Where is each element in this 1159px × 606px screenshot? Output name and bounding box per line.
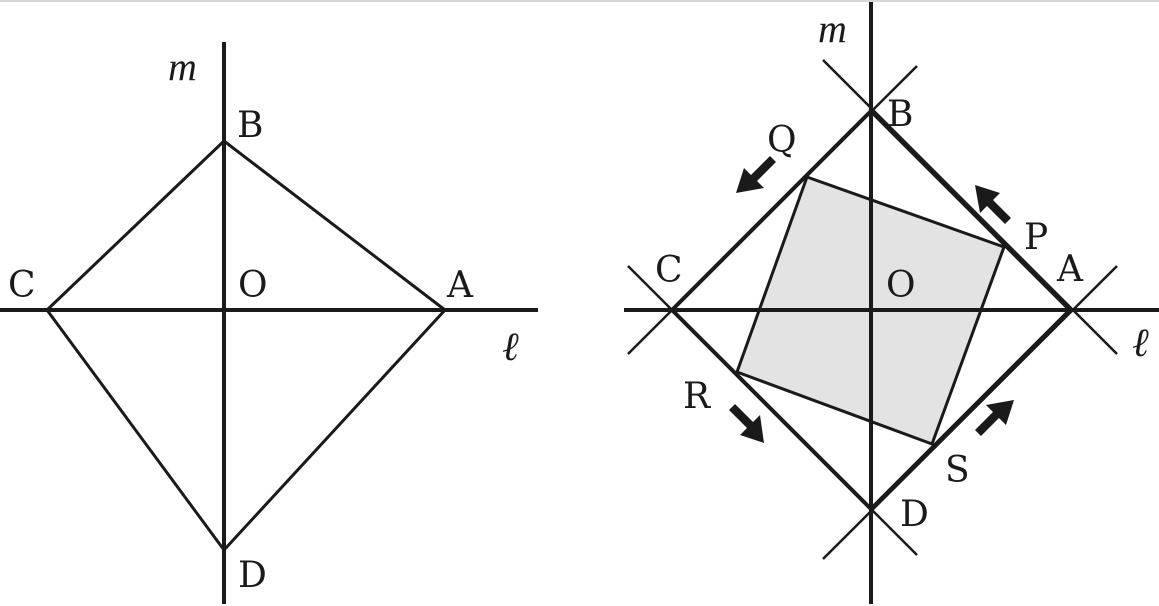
left-point-d-label: D <box>238 555 267 596</box>
left-point-c-label: C <box>8 265 36 306</box>
right-point-s-label: S <box>945 450 970 491</box>
left-edge-da <box>222 308 447 552</box>
left-figure: m ℓ B C O A D <box>0 42 538 604</box>
left-axis-l-label: ℓ <box>502 324 519 369</box>
left-edge-bc <box>45 139 226 312</box>
right-figure: m ℓ B Q P C O A R S D <box>624 2 1159 604</box>
right-point-c-label: C <box>655 250 683 291</box>
arrow-q-icon <box>736 156 776 193</box>
top-border <box>0 0 1159 2</box>
arrow-s-icon <box>975 400 1014 436</box>
right-edge-bc <box>670 109 873 312</box>
right-axis-m-label: m <box>818 6 847 51</box>
left-edge-ab <box>223 139 446 312</box>
left-edge-cd <box>45 309 226 551</box>
right-point-p-label: P <box>1024 217 1048 258</box>
right-point-b-label: B <box>887 94 913 135</box>
left-point-b-label: B <box>237 105 263 146</box>
right-point-o-label: O <box>886 265 916 306</box>
right-edge-cd <box>670 308 873 511</box>
right-edge-da <box>869 308 1072 511</box>
arrow-p-icon <box>975 185 1011 224</box>
right-point-a-label: A <box>1056 249 1084 290</box>
arrow-r-icon <box>729 404 764 443</box>
right-axis-l-label: ℓ <box>1132 320 1149 365</box>
right-edge-ab <box>869 109 1072 312</box>
right-point-d-label: D <box>900 494 929 535</box>
left-point-a-label: A <box>446 265 474 306</box>
right-point-r-label: R <box>683 376 711 417</box>
left-point-o-label: O <box>238 265 268 306</box>
left-axis-m-label: m <box>168 44 197 89</box>
right-point-q-label: Q <box>767 120 797 161</box>
